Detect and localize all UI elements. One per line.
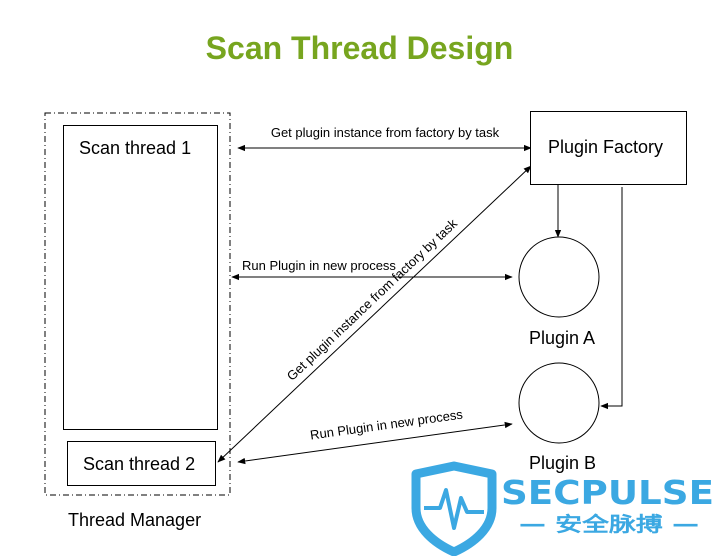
plugin-factory-label: Plugin Factory [548, 137, 664, 157]
scan-thread-2-node: Scan thread 2 [67, 441, 216, 486]
edge-label-get-instance-diag: Get plugin instance from factory by task [284, 215, 461, 383]
scan-thread-1-label: Scan thread 1 [79, 138, 192, 158]
edge-get-instance-diag [217, 165, 532, 463]
thread-manager-label: Thread Manager [68, 510, 202, 530]
edge-label-run-plugin-a: Run Plugin in new process [242, 258, 396, 273]
plugin-factory-node: Plugin Factory [530, 111, 687, 185]
plugin-b-node [518, 362, 600, 444]
scan-thread-2-label: Scan thread 2 [83, 454, 196, 474]
edge-label-run-plugin-b: Run Plugin in new process [309, 406, 464, 442]
edge-factory-to-plugin-b [600, 187, 623, 410]
scan-thread-1-node: Scan thread 1 [63, 125, 218, 430]
plugin-b-label: Plugin B [529, 453, 597, 473]
page-title: Scan Thread Design [205, 30, 514, 66]
plugin-a-label: Plugin A [529, 328, 596, 348]
plugin-a-node [518, 236, 600, 318]
edge-run-plugin-b [237, 421, 513, 465]
edge-label-get-instance-top: Get plugin instance from factory by task [271, 125, 500, 140]
thread-manager-container [44, 112, 231, 496]
